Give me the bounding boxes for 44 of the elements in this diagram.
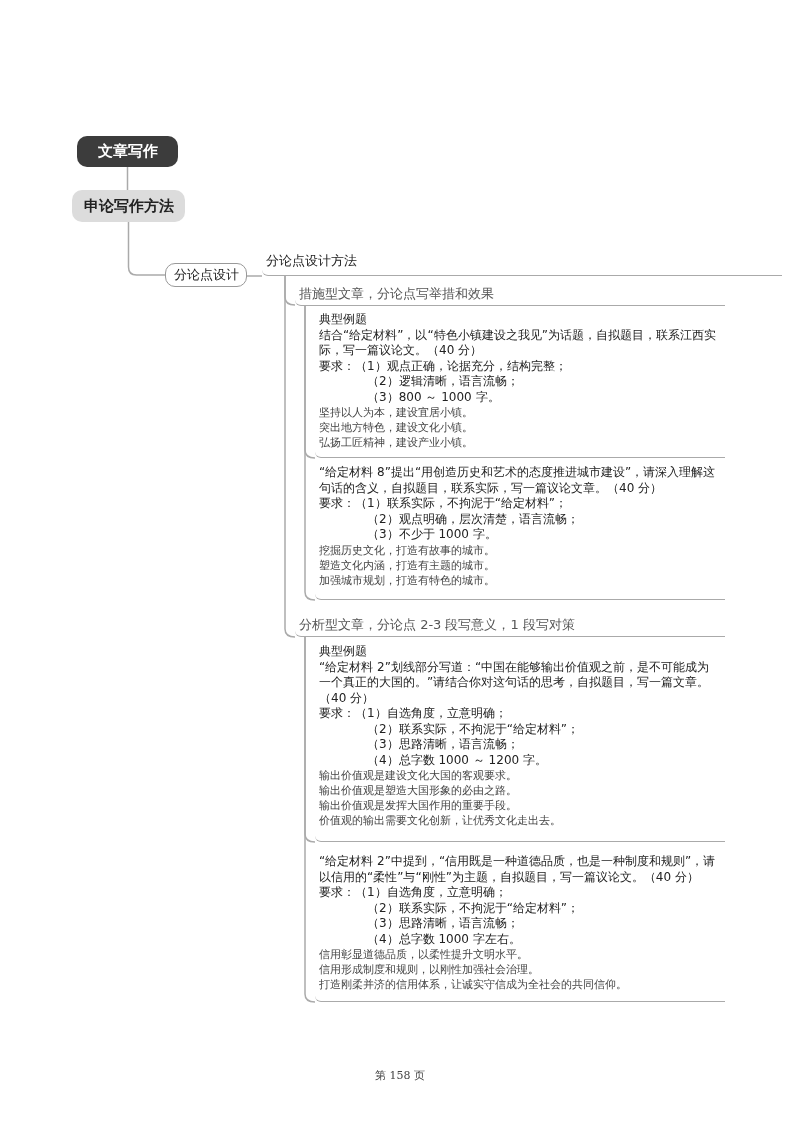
heading-text: 典型例题 — [319, 312, 368, 328]
requirement-text: （2）逻辑清晰，语言流畅； — [366, 374, 520, 390]
main-topic-box: 申论写作方法 — [72, 190, 185, 222]
branch-topic: 措施型文章，分论点写举措和效果 — [295, 283, 725, 306]
answer-text: 塑造文化内涵，打造有主题的城市。 — [319, 557, 496, 573]
question-text: 要求：（1）自选角度，立意明确； — [319, 885, 508, 901]
requirement-text: （4）总字数 1000 ～ 1200 字。 — [366, 752, 548, 768]
question-text: 要求：（1）观点正确，论据充分，结构完整； — [319, 358, 568, 374]
branch-line — [284, 275, 296, 638]
requirement-text: （2）联系实际，不拘泥于“给定材料”； — [366, 721, 581, 737]
answer-text: 信用彰显道德品质，以柔性提升文明水平。 — [319, 947, 529, 962]
requirement-text: （3）不少于 1000 字。 — [366, 527, 498, 543]
question-text: 结合“给定材料”，以“特色小镇建设之我见”为话题，自拟题目，联系江西实际，写一篇议论文。（40 分） — [319, 327, 717, 359]
answer-text: 信用形成制度和规则，以刚性加强社会治理。 — [319, 962, 540, 977]
branch-line — [246, 275, 263, 277]
heading-text: 典型例题 — [319, 644, 368, 660]
answer-text: 输出价值观是建设文化大国的客观要求。 — [319, 768, 518, 783]
requirement-text: （4）总字数 1000 字左右。 — [366, 931, 522, 947]
question-text: 要求：（1）自选角度，立意明确； — [319, 706, 508, 722]
answer-text: 打造刚柔并济的信用体系，让诚实守信成为全社会的共同信仰。 — [319, 977, 628, 992]
branch-topic: 分析型文章，分论点 2-3 段写意义，1 段写对策 — [295, 614, 725, 637]
branch-line — [126, 166, 129, 191]
answer-text: 输出价值观是发挥大国作用的重要手段。 — [319, 798, 518, 813]
answer-text: 价值观的输出需要文化创新，让优秀文化走出去。 — [319, 813, 562, 828]
answer-text: 突出地方特色，建设文化小镇。 — [319, 420, 474, 435]
question-text: “给定材料 2”划线部分写道：“中国在能够输出价值观之前，是不可能成为一个真正的大国的。”请结合你对这句话的思考，自拟题目，写一篇文章。（40 分） — [319, 659, 711, 706]
answer-text: 弘扬工匠精神，建设产业小镇。 — [319, 435, 474, 450]
question-text: 要求：（1）联系实际，不拘泥于“给定材料”； — [319, 496, 569, 512]
question-text: “给定材料 8”提出“用创造历史和艺术的态度推进城市建设”，请深入理解这句话的含义，自拟题目，联系实际，写一篇议论文章。（40 分） — [319, 465, 717, 496]
requirement-text: （3）思路清晰，语言流畅； — [366, 737, 520, 753]
branch-topic: 分论点设计方法 — [262, 250, 782, 276]
answer-text: 挖掘历史文化，打造有故事的城市。 — [319, 542, 496, 558]
subtopic-box: 分论点设计 — [165, 263, 247, 287]
requirement-text: （3）思路清晰，语言流畅； — [366, 916, 520, 932]
question-text: “给定材料 2”中提到，“信用既是一种道德品质，也是一种制度和规则”，请以信用的“柔性”与“刚性”为主题，自拟题目，写一篇议论文。（40 分） — [319, 854, 717, 885]
requirement-text: （3）800 ～ 1000 字。 — [366, 389, 501, 405]
page-number: 第 158 页 — [375, 1069, 425, 1082]
requirement-text: （2）联系实际，不拘泥于“给定材料”； — [366, 900, 581, 916]
requirement-text: （2）观点明确，层次清楚，语言流畅； — [366, 511, 580, 527]
root-topic-box: 文章写作 — [77, 136, 178, 167]
answer-text: 输出价值观是塑造大国形象的必由之路。 — [319, 783, 518, 798]
branch-line — [127, 221, 166, 276]
answer-text: 坚持以人为本，建设宜居小镇。 — [319, 405, 474, 420]
answer-text: 加强城市规划，打造有特色的城市。 — [319, 572, 496, 588]
